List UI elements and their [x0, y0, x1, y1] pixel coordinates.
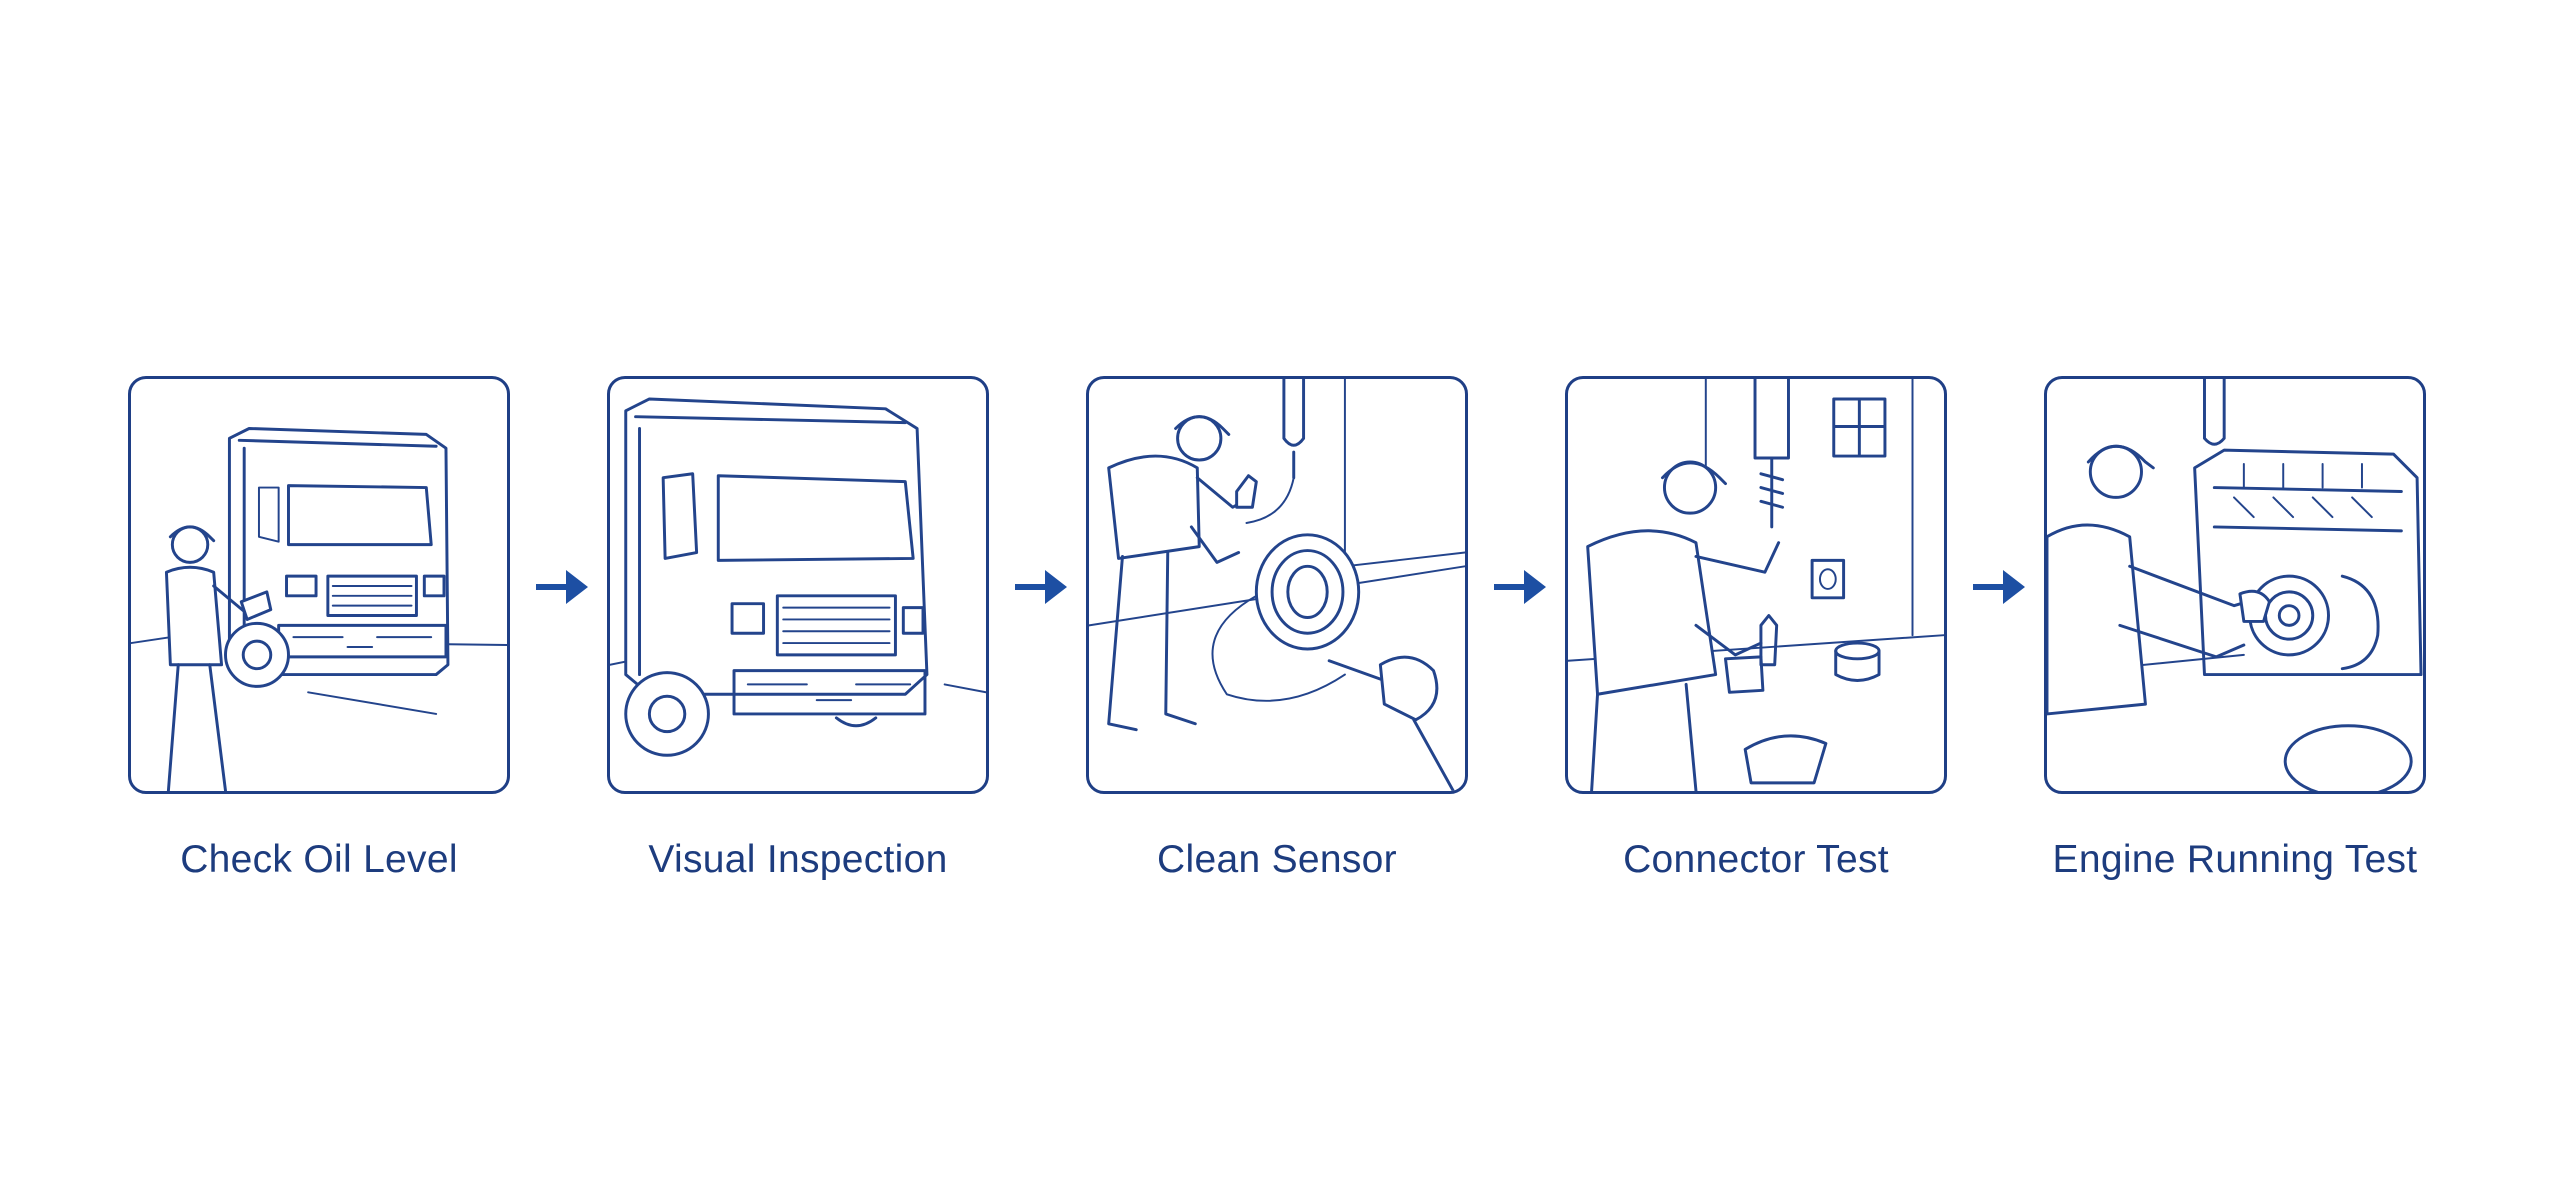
step-3-label: Clean Sensor: [1157, 838, 1397, 881]
step-2-label: Visual Inspection: [648, 838, 948, 881]
step-3-panel: [1086, 376, 1468, 794]
technician-cleaning-sensor-icon: [1089, 379, 1465, 791]
technician-at-engine-icon: [2047, 379, 2423, 791]
step-1-label: Check Oil Level: [180, 838, 458, 881]
step-2-panel: [607, 376, 989, 794]
step-5-panel: [2044, 376, 2426, 794]
truck-front-icon: [610, 397, 986, 757]
step-4-label: Connector Test: [1623, 838, 1889, 881]
arrow-right-icon: [1969, 562, 2027, 612]
step-1-panel: [128, 376, 510, 794]
arrow-right-icon: [1011, 562, 1069, 612]
technician-testing-connector-icon: [1568, 379, 1944, 791]
arrow-right-icon: [1490, 562, 1548, 612]
step-5-label: Engine Running Test: [2052, 838, 2418, 881]
technician-with-truck-icon: [131, 427, 507, 791]
step-4-panel: [1565, 376, 1947, 794]
arrow-right-icon: [532, 562, 590, 612]
